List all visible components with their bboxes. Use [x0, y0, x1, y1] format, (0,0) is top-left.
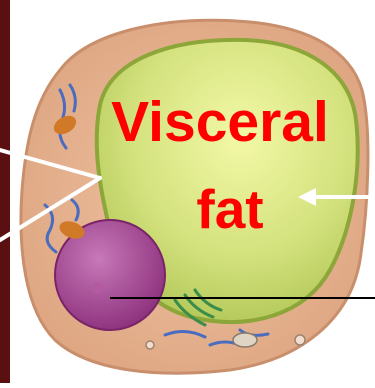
nucleolus [92, 282, 104, 294]
label-fat: fat [180, 182, 280, 237]
left-border [0, 0, 10, 383]
label-visceral: Visceral [100, 94, 340, 151]
